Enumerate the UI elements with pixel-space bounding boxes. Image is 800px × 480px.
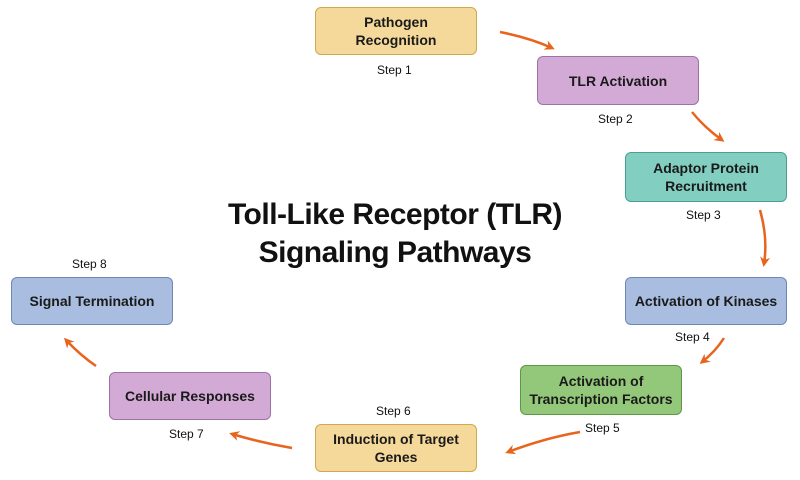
step-1-box: Pathogen Recognition [315, 7, 477, 55]
diagram-title: Toll-Like Receptor (TLR) Signaling Pathw… [185, 196, 605, 272]
arrow-step5-to-step6 [505, 430, 581, 455]
step-7-box: Cellular Responses [109, 372, 271, 420]
step-3-label: Step 3 [686, 208, 721, 222]
arrow-step6-to-step7 [229, 431, 293, 450]
step-1-label: Step 1 [377, 63, 412, 77]
step-8-label: Step 8 [72, 257, 107, 271]
step-5-label: Step 5 [585, 421, 620, 435]
step-4-box: Activation of Kinases [625, 277, 787, 325]
step-6-label: Step 6 [376, 404, 411, 418]
step-8-box: Signal Termination [11, 277, 173, 325]
title-line-1: Toll-Like Receptor (TLR) [227, 198, 563, 231]
arrow-step2-to-step3 [691, 111, 725, 142]
arrow-step3-to-step4 [758, 209, 771, 267]
step-2-box: TLR Activation [537, 56, 699, 105]
arrow-step7-to-step8 [63, 337, 97, 368]
step-5-box: Activation of Transcription Factors [520, 365, 682, 415]
step-4-label: Step 4 [675, 330, 710, 344]
arrow-step1-to-step2 [499, 30, 555, 50]
step-7-label: Step 7 [169, 427, 204, 441]
step-6-box: Induction of Target Genes [315, 424, 477, 472]
arrow-step4-to-step5 [699, 337, 726, 364]
step-3-box: Adaptor Protein Recruitment [625, 152, 787, 202]
title-line-2: Signaling Pathways [258, 236, 532, 269]
step-2-label: Step 2 [598, 112, 633, 126]
